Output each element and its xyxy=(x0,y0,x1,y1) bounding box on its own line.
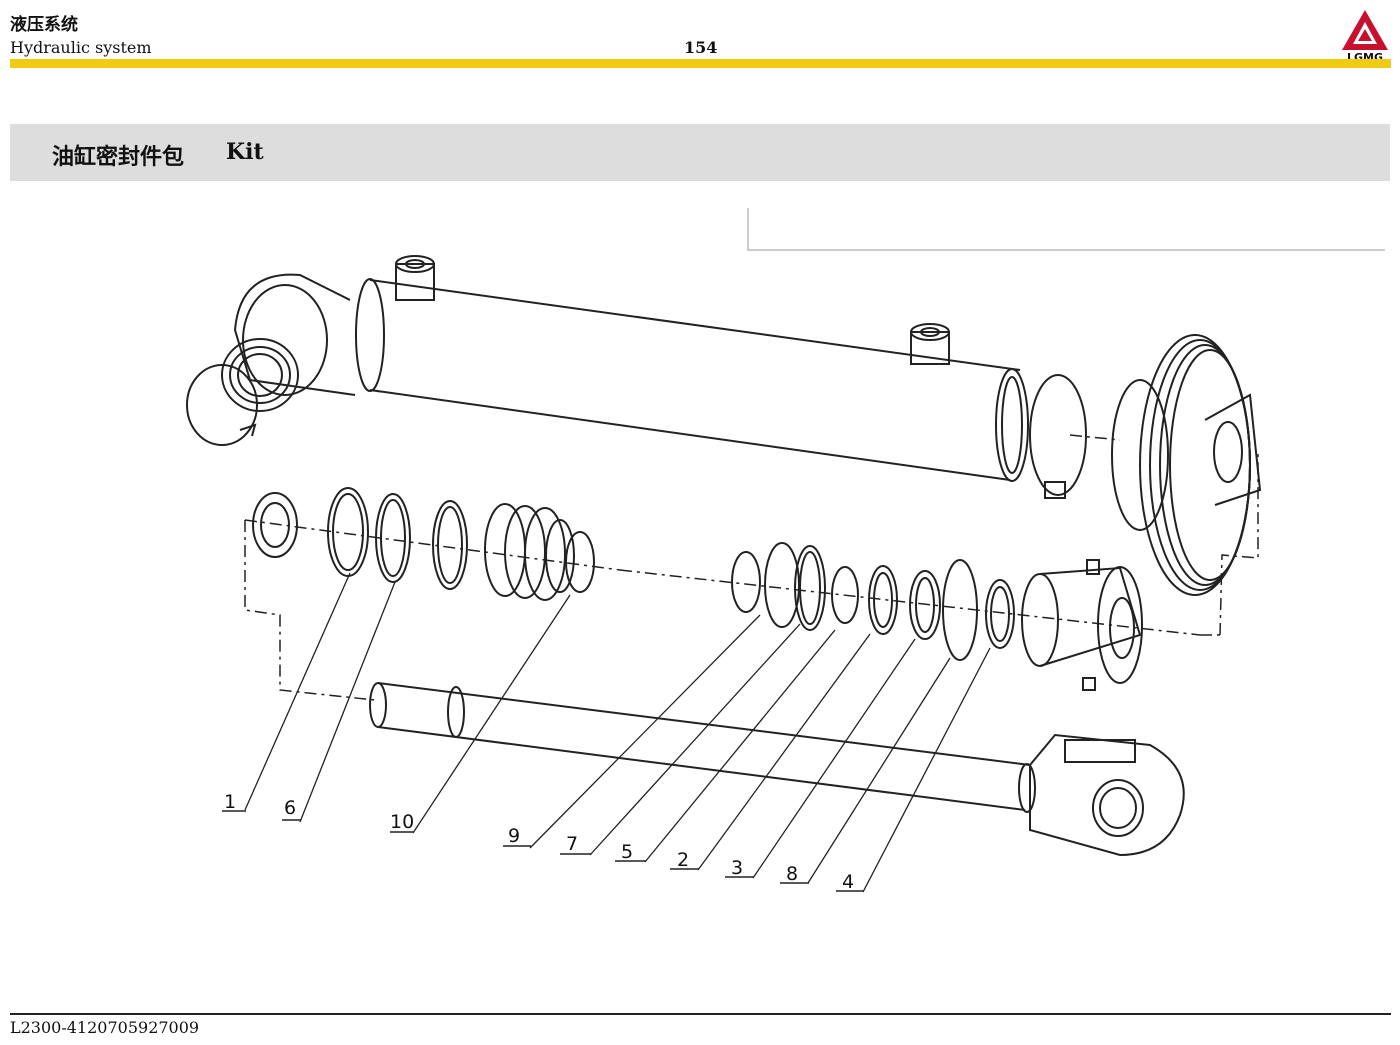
callout-1: 1 xyxy=(224,791,236,813)
logo-wordmark: LGMG xyxy=(1347,51,1383,62)
footer-rule xyxy=(10,1013,1391,1015)
callout-6: 6 xyxy=(284,797,296,819)
gland xyxy=(1021,559,1143,691)
callout-5: 5 xyxy=(621,841,633,863)
exploded-parts-diagram: 1 6 10 9 7 5 2 3 8 4 xyxy=(186,208,1385,893)
page-number: 154 xyxy=(684,38,718,57)
callout-9: 9 xyxy=(508,825,520,847)
cylinder-head xyxy=(1111,334,1262,596)
centerlines xyxy=(244,434,1259,701)
callout-8: 8 xyxy=(786,863,798,885)
callout-7: 7 xyxy=(566,833,578,855)
section-title-bar: 油缸密封件包 Kit xyxy=(10,124,1390,181)
cylinder-barrel xyxy=(355,255,1029,482)
footer-part-code: L2300-4120705927009 xyxy=(10,1018,200,1037)
rear-eye xyxy=(186,273,356,446)
section-title-cn: 油缸密封件包 xyxy=(52,144,185,170)
header-title-cn: 液压系统 xyxy=(10,15,78,35)
triangle-logo-icon xyxy=(1342,10,1388,50)
header-title-en: Hydraulic system xyxy=(10,38,152,57)
callout-3: 3 xyxy=(731,857,743,879)
header-accent-rule xyxy=(10,59,1391,68)
piston-nut xyxy=(252,492,298,558)
guide-ring xyxy=(1029,374,1087,499)
piston xyxy=(484,503,575,601)
piston-rod xyxy=(369,682,1185,857)
callout-2: 2 xyxy=(677,849,689,871)
callout-10: 10 xyxy=(390,811,414,833)
section-title-en: Kit xyxy=(226,139,264,165)
leader-lines xyxy=(244,572,991,893)
callout-4: 4 xyxy=(842,871,854,893)
lgmg-logo: LGMG xyxy=(1342,10,1388,62)
